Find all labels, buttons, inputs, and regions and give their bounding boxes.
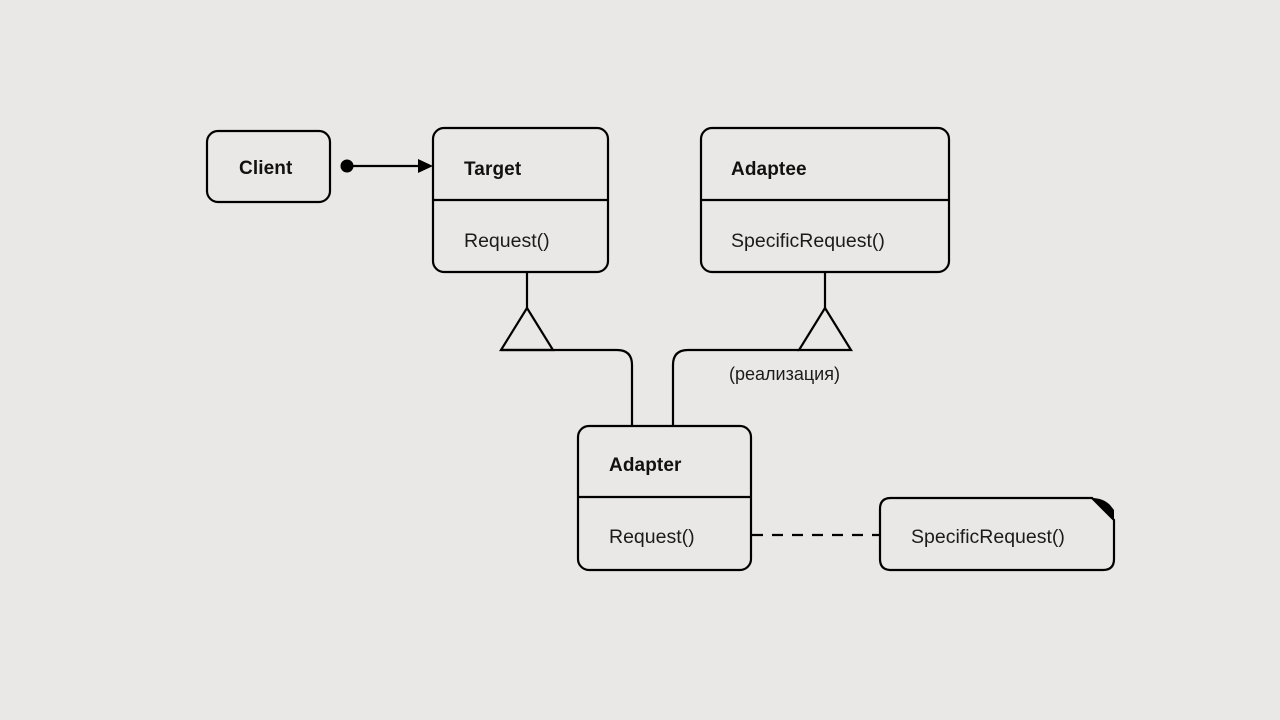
edge-adapter-to-adaptee-elbow <box>671 348 799 426</box>
client-title: Client <box>239 158 293 179</box>
edge-label-realization: (реализация) <box>729 364 840 384</box>
adapter-title: Adapter <box>609 455 682 476</box>
class-box-client[interactable]: Client <box>205 129 332 204</box>
note-box-specific-request[interactable]: SpecificRequest() <box>878 496 1116 572</box>
note-folded-corner-icon <box>1092 498 1114 520</box>
edge-client-to-target[interactable] <box>340 159 434 173</box>
hollow-triangle-adaptee-icon <box>797 305 853 352</box>
note-box-outline <box>878 496 1116 572</box>
filled-circle-marker-icon <box>340 159 354 173</box>
adaptee-title: Adaptee <box>731 159 807 180</box>
edge-adapter-to-target[interactable] <box>499 272 634 426</box>
class-box-adaptee[interactable]: Adaptee SpecificRequest() <box>699 126 951 274</box>
target-method-request: Request() <box>464 230 550 252</box>
note-text: SpecificRequest() <box>911 526 1065 548</box>
adapter-method-request: Request() <box>609 526 695 548</box>
adaptee-method-specific-request: SpecificRequest() <box>731 230 885 252</box>
class-box-target[interactable]: Target Request() <box>431 126 610 274</box>
target-title: Target <box>464 159 522 180</box>
solid-arrowhead-icon <box>418 159 433 173</box>
client-box-outline <box>205 129 332 204</box>
edge-adapter-to-adaptee[interactable] <box>671 272 853 426</box>
class-box-adapter[interactable]: Adapter Request() <box>576 424 753 572</box>
edge-adapter-to-target-elbow <box>501 348 634 426</box>
hollow-triangle-target-icon <box>499 305 555 352</box>
